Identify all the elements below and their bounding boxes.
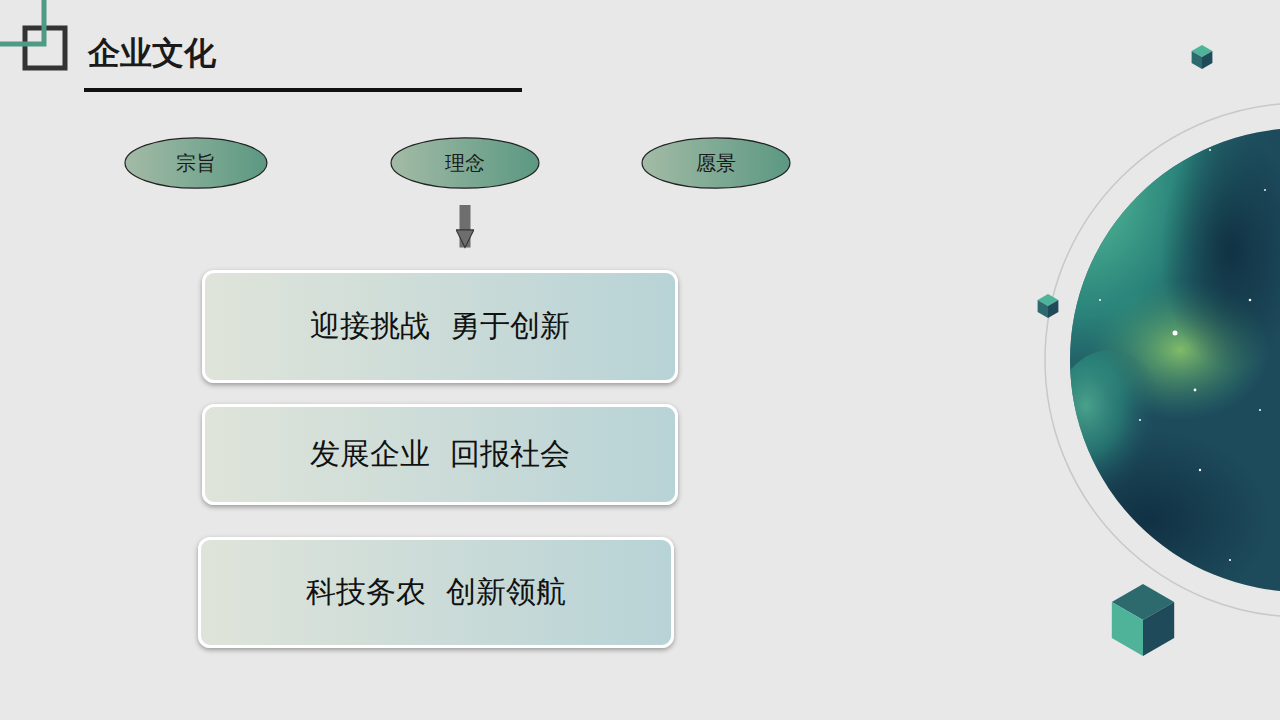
hex-cube xyxy=(1038,294,1059,318)
slide-title: 企业文化 xyxy=(88,32,216,76)
title-rule xyxy=(84,88,522,92)
nebula-planet xyxy=(990,30,1280,610)
hex-cube xyxy=(1192,45,1213,69)
corner-accent xyxy=(0,0,44,44)
ellipse-outline xyxy=(390,137,540,189)
ellipse-outline xyxy=(641,137,791,189)
value-text: 科技务农 创新领航 xyxy=(306,572,566,613)
block-arrow xyxy=(460,205,471,248)
hex-cube xyxy=(1112,584,1174,656)
value-box: 发展企业 回报社会 xyxy=(202,404,678,505)
category-ellipse: 宗旨 xyxy=(124,137,268,189)
category-ellipse: 理念 xyxy=(390,137,540,189)
category-label: 理念 xyxy=(445,150,485,177)
value-text: 迎接挑战 勇于创新 xyxy=(310,306,570,347)
ellipse-outline xyxy=(124,137,268,189)
value-box: 迎接挑战 勇于创新 xyxy=(202,270,678,383)
value-box: 科技务农 创新领航 xyxy=(198,537,674,648)
category-label: 愿景 xyxy=(696,150,736,177)
category-ellipse: 愿景 xyxy=(641,137,791,189)
value-text: 发展企业 回报社会 xyxy=(310,434,570,475)
category-label: 宗旨 xyxy=(176,150,216,177)
